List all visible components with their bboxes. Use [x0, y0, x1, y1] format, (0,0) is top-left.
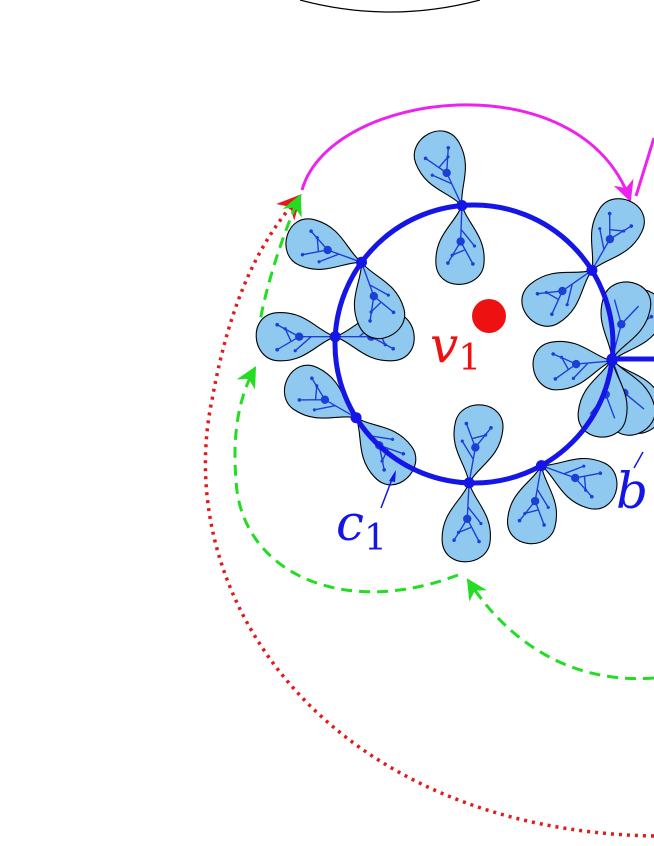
petal [285, 218, 364, 270]
petal [413, 130, 466, 208]
attachment-dot [350, 412, 362, 424]
petal [435, 203, 485, 285]
magenta-arc-arrow [300, 103, 634, 202]
attachment-dot [456, 200, 468, 211]
petal [453, 404, 504, 485]
attachment-dot [329, 331, 341, 343]
attachment-dot [356, 256, 367, 268]
attachment-points [329, 200, 618, 489]
red-dotted-arrow [203, 194, 654, 838]
petal [255, 312, 337, 362]
c1-pointer-head [389, 470, 396, 482]
label-c1: c1 [336, 494, 387, 559]
attachment-dot [586, 264, 598, 276]
b-pointer [633, 451, 644, 469]
attachment-dot [463, 477, 475, 489]
petal [353, 260, 406, 340]
magenta-arc-partial [634, 137, 654, 197]
petal [507, 463, 557, 545]
green-dashed-arrow-top [256, 194, 302, 336]
attachment-dot [535, 460, 547, 472]
petal [539, 458, 618, 510]
green-dashed-arrow-left [233, 366, 459, 594]
label-b: b [616, 462, 648, 520]
label-v1: v1 [430, 316, 481, 379]
top-region-outline [299, 0, 481, 13]
petal [521, 269, 594, 327]
petal [441, 481, 491, 563]
vertex-v1 [472, 299, 506, 333]
petal [590, 198, 645, 272]
attachment-dot [606, 353, 618, 365]
petal [532, 340, 614, 391]
green-dashed-arrow-bottom [466, 578, 654, 681]
petal [284, 364, 358, 419]
